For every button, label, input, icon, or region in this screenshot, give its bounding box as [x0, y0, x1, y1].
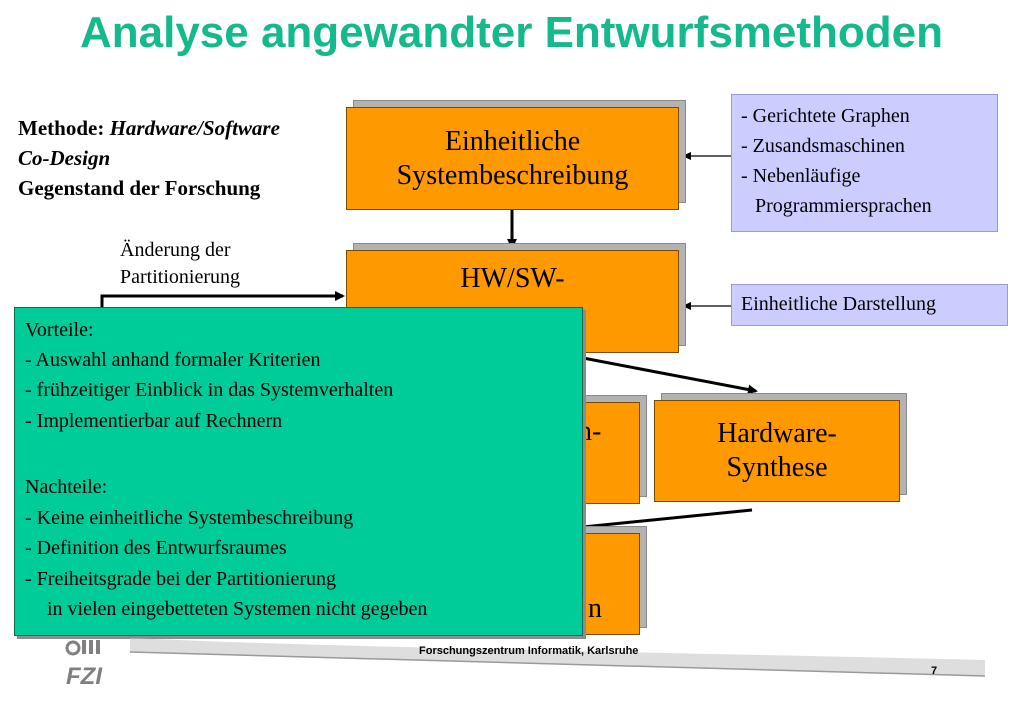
- institution-name: Forschungszentrum Informatik, Karlsruhe: [419, 645, 639, 657]
- representation-note-text: Einheitliche Darstellung: [741, 293, 936, 315]
- arrow-feedback-partition: [100, 291, 345, 310]
- advantage-item: - Auswahl anhand formaler Kriterien: [25, 349, 321, 371]
- models-note-item: Programmiersprachen: [755, 195, 932, 217]
- partition-change-label: Änderung der Partitionierung: [120, 237, 240, 291]
- slide-title: Analyse angewandter Entwurfsmethoden: [79, 8, 944, 57]
- advantages-heading: Vorteile:: [25, 319, 94, 341]
- method-name-line2: Co-Design: [18, 146, 111, 170]
- method-name-line1: Hardware/Software: [109, 116, 280, 140]
- method-text: Methode: Hardware/Software Co-Design Geg…: [18, 113, 280, 203]
- line-hw-to-integration: [582, 508, 753, 529]
- disadvantages-heading: Nachteile:: [25, 476, 108, 498]
- fzi-logo: FZI: [58, 636, 128, 690]
- integration-fragment: n: [588, 593, 602, 624]
- advantage-item: - frühzeitiger Einblick in das Systemver…: [25, 379, 394, 401]
- system-description-line1: Einheitliche: [444, 125, 581, 157]
- page-number: 7: [931, 665, 938, 677]
- method-label: Methode:: [18, 116, 105, 140]
- research-subject: Gegenstand der Forschung: [18, 176, 261, 200]
- models-note: - Gerichtete Graphen - Zusandsmaschinen …: [731, 94, 998, 232]
- partition-line1: HW/SW-: [460, 263, 565, 294]
- models-note-item: - Nebenläufige: [741, 165, 861, 187]
- system-description-box: Einheitliche Systembeschreibung: [346, 107, 679, 210]
- partition-change-line1: Änderung der: [120, 239, 231, 261]
- disadvantage-item: - Keine einheitliche Systembeschreibung: [25, 507, 354, 529]
- hardware-synthesis-line2: Synthese: [726, 452, 828, 483]
- hardware-synthesis-line1: Hardware-: [717, 418, 837, 449]
- representation-note: Einheitliche Darstellung: [731, 284, 1008, 326]
- arrow-partition-to-hw: [582, 356, 758, 395]
- hardware-synthesis-box: Hardware- Synthese: [654, 400, 900, 502]
- partition-change-line2: Partitionierung: [120, 266, 240, 288]
- software-synthesis-fragment: n-: [578, 416, 602, 447]
- disadvantage-item: - Definition des Entwurfsraumes: [25, 537, 287, 559]
- disadvantage-item: - Freiheitsgrade bei der Partitionierung: [25, 568, 337, 590]
- models-note-item: - Gerichtete Graphen: [741, 105, 910, 127]
- logo-text: FZI: [66, 663, 103, 688]
- system-description-line2: Systembeschreibung: [396, 159, 629, 191]
- advantage-item: - Implementierbar auf Rechnern: [25, 410, 283, 432]
- pros-cons-popup: Vorteile: - Auswahl anhand formaler Krit…: [14, 307, 583, 636]
- disadvantage-item: in vielen eingebetteten Systemen nicht g…: [47, 598, 428, 620]
- models-note-item: - Zusandsmaschinen: [741, 135, 905, 157]
